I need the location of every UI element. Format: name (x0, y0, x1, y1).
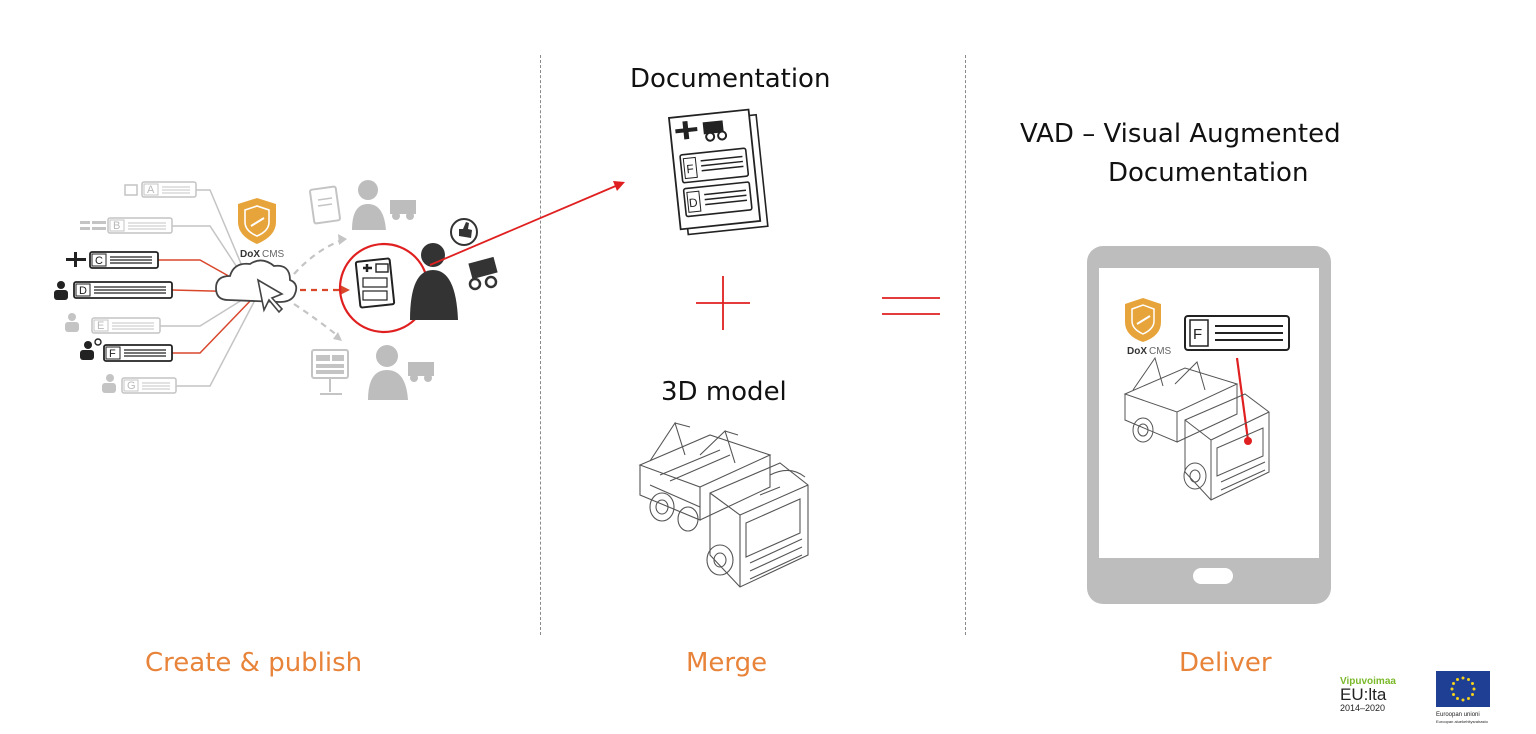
distribution-arrows (293, 234, 350, 341)
doc-tag-b-letter: B (113, 220, 120, 232)
tablet-truck-model (1123, 356, 1270, 501)
cursor-icon (256, 278, 284, 314)
eu-line2: Euroopan aluekehitysrahasto (1436, 719, 1488, 724)
doc-tag-b: B (80, 217, 173, 234)
doc-tag-g: G (102, 374, 177, 394)
create-publish-diagram: A B C D E F (54, 180, 498, 400)
vipuvoimaa-line1: Vipuvoimaa (1340, 676, 1396, 687)
doc-tag-g-letter: G (127, 380, 136, 392)
doc-tag-c: C (66, 251, 159, 269)
tablet-dox-rest: CMS (1149, 346, 1172, 357)
tablet-tag-f: F (1184, 315, 1290, 351)
tablet-tag-letter: F (1193, 326, 1202, 343)
divider-left (540, 55, 541, 635)
thumbs-up-icon (459, 222, 472, 238)
merge-arrow (429, 181, 625, 266)
doc-tag-a-letter: A (147, 184, 155, 196)
tablet-pointer-line (1235, 357, 1250, 441)
plus-icon (696, 276, 750, 330)
vad-title-line2: Documentation (1108, 158, 1309, 188)
cloud-icon (215, 259, 298, 314)
tablet-pointer-dot (1244, 437, 1252, 445)
documentation-title: Documentation (630, 64, 831, 94)
doc-tag-e-letter: E (97, 320, 104, 332)
label-create-publish: Create & publish (145, 648, 363, 678)
eu-line1: Euroopan unioni (1436, 712, 1480, 718)
doc-tag-f: F (80, 338, 173, 362)
consumer-tablet-user (309, 180, 416, 230)
highlighted-consumer (338, 218, 498, 334)
label-deliver: Deliver (1179, 648, 1272, 678)
vipuvoimaa-line3: 2014–2020 (1340, 703, 1386, 713)
eu-logo: Euroopan unioni Euroopan aluekehitysraha… (1436, 671, 1496, 724)
doc-tag-f-letter: F (109, 348, 116, 360)
label-merge: Merge (686, 648, 768, 678)
3d-model-title: 3D model (661, 377, 787, 407)
divider-right (965, 55, 966, 635)
doc-sheet-letter-f: F (686, 162, 695, 177)
connector-lines (158, 189, 256, 387)
doc-tag-d: D (54, 281, 173, 300)
equals-icon (882, 297, 940, 315)
truck-3d-model (638, 421, 809, 588)
dox-brand-bold: DoX (240, 249, 260, 260)
tablet-dox-bold: DoX (1127, 346, 1147, 357)
vad-title-line1: VAD – Visual Augmented (1020, 119, 1341, 149)
tablet-home-button (1193, 568, 1233, 584)
vipuvoimaa-line2: EU:lta (1340, 685, 1387, 704)
eu-flag-icon (1436, 671, 1490, 707)
consumer-desktop-user (311, 345, 434, 400)
doc-tag-c-letter: C (95, 255, 103, 267)
dox-brand-rest: CMS (262, 249, 285, 260)
doc-tag-e: E (65, 313, 161, 334)
documentation-sheet-icon: F D (667, 108, 769, 236)
vipuvoimaa-logo: Vipuvoimaa EU:lta 2014–2020 (1340, 676, 1416, 713)
doc-tag-d-letter: D (79, 285, 87, 297)
doc-tag-a: A (124, 181, 197, 198)
doc-sheet-letter-d: D (688, 195, 698, 210)
